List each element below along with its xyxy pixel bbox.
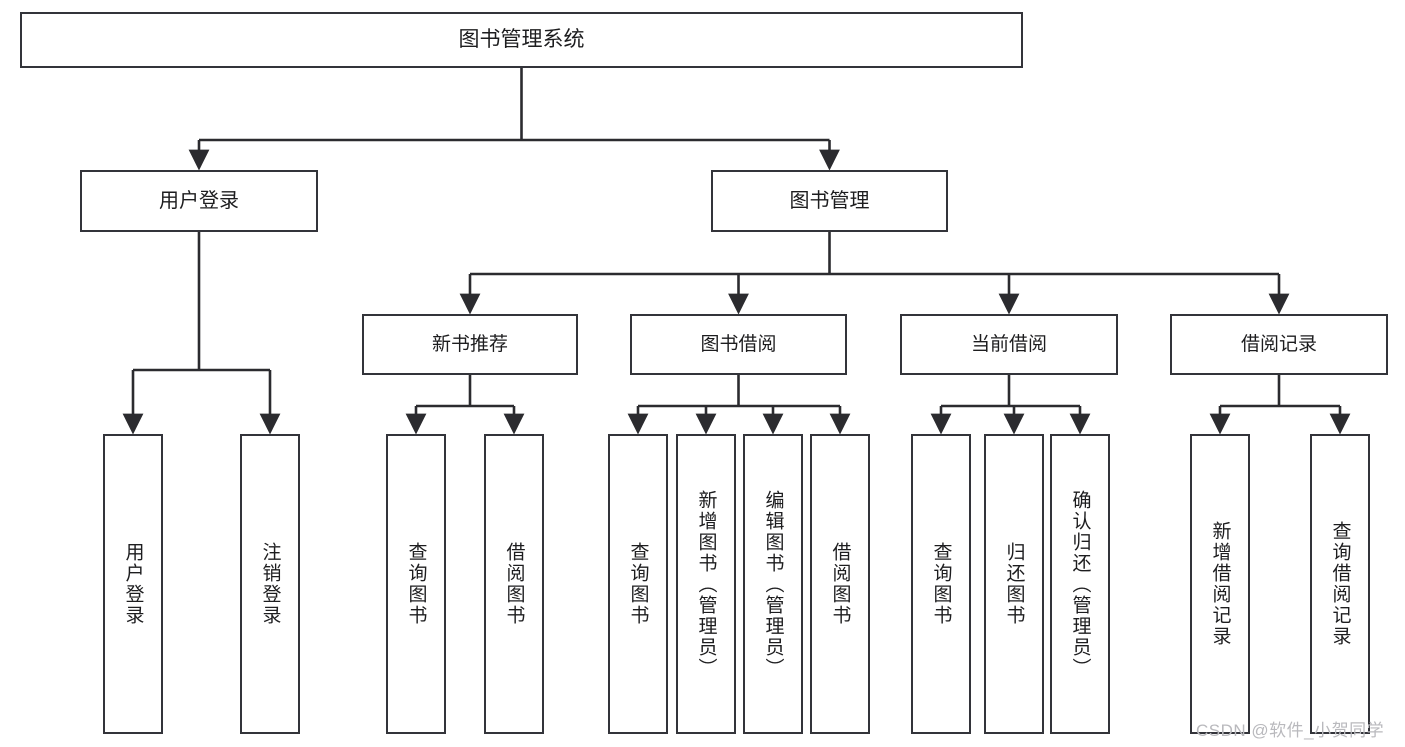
- node-book-borrow[interactable]: 图书借阅: [630, 314, 847, 375]
- node-root[interactable]: 图书管理系统: [20, 12, 1023, 68]
- node-leaf-return-book[interactable]: 归还图书: [984, 434, 1044, 734]
- node-borrow-record-label: 借阅记录: [1240, 333, 1317, 355]
- node-leaf-borrow-book-1-label: 借阅图书: [503, 542, 525, 626]
- node-leaf-confirm-return-label: 确认归还（管理员）: [1069, 489, 1091, 679]
- watermark: CSDN @软件_小贺同学: [1196, 721, 1385, 740]
- node-leaf-add-record[interactable]: 新增借阅记录: [1190, 434, 1250, 734]
- node-book-manage[interactable]: 图书管理: [711, 170, 948, 232]
- node-current-borrow-label: 当前借阅: [970, 333, 1047, 355]
- node-new-book-recommend[interactable]: 新书推荐: [362, 314, 578, 375]
- node-user-login-label: 用户登录: [159, 189, 239, 212]
- node-book-borrow-label: 图书借阅: [700, 333, 777, 355]
- node-leaf-confirm-return[interactable]: 确认归还（管理员）: [1050, 434, 1110, 734]
- node-leaf-query-book-1[interactable]: 查询图书: [386, 434, 446, 734]
- node-leaf-add-book-label: 新增图书（管理员）: [695, 489, 717, 679]
- node-leaf-user-login-label: 用户登录: [122, 542, 144, 626]
- node-leaf-add-record-label: 新增借阅记录: [1209, 521, 1231, 647]
- node-leaf-borrow-book-1[interactable]: 借阅图书: [484, 434, 544, 734]
- node-leaf-add-book[interactable]: 新增图书（管理员）: [676, 434, 736, 734]
- node-root-label: 图书管理系统: [458, 27, 585, 51]
- node-leaf-query-book-2[interactable]: 查询图书: [608, 434, 668, 734]
- node-leaf-edit-book-label: 编辑图书（管理员）: [762, 489, 784, 679]
- node-borrow-record[interactable]: 借阅记录: [1170, 314, 1388, 375]
- node-leaf-logout-label: 注销登录: [259, 542, 281, 626]
- node-leaf-user-login[interactable]: 用户登录: [103, 434, 163, 734]
- node-leaf-borrow-book-2-label: 借阅图书: [829, 542, 851, 626]
- node-current-borrow[interactable]: 当前借阅: [900, 314, 1118, 375]
- node-leaf-logout[interactable]: 注销登录: [240, 434, 300, 734]
- node-user-login[interactable]: 用户登录: [80, 170, 318, 232]
- node-leaf-return-book-label: 归还图书: [1003, 542, 1025, 626]
- node-leaf-query-book-2-label: 查询图书: [627, 542, 649, 626]
- node-leaf-query-book-3[interactable]: 查询图书: [911, 434, 971, 734]
- node-new-book-recommend-label: 新书推荐: [431, 333, 508, 355]
- node-book-manage-label: 图书管理: [789, 189, 870, 212]
- node-leaf-query-record[interactable]: 查询借阅记录: [1310, 434, 1370, 734]
- node-leaf-query-book-1-label: 查询图书: [405, 542, 427, 626]
- node-leaf-edit-book[interactable]: 编辑图书（管理员）: [743, 434, 803, 734]
- node-leaf-borrow-book-2[interactable]: 借阅图书: [810, 434, 870, 734]
- node-leaf-query-book-3-label: 查询图书: [930, 542, 952, 626]
- node-leaf-query-record-label: 查询借阅记录: [1329, 521, 1351, 647]
